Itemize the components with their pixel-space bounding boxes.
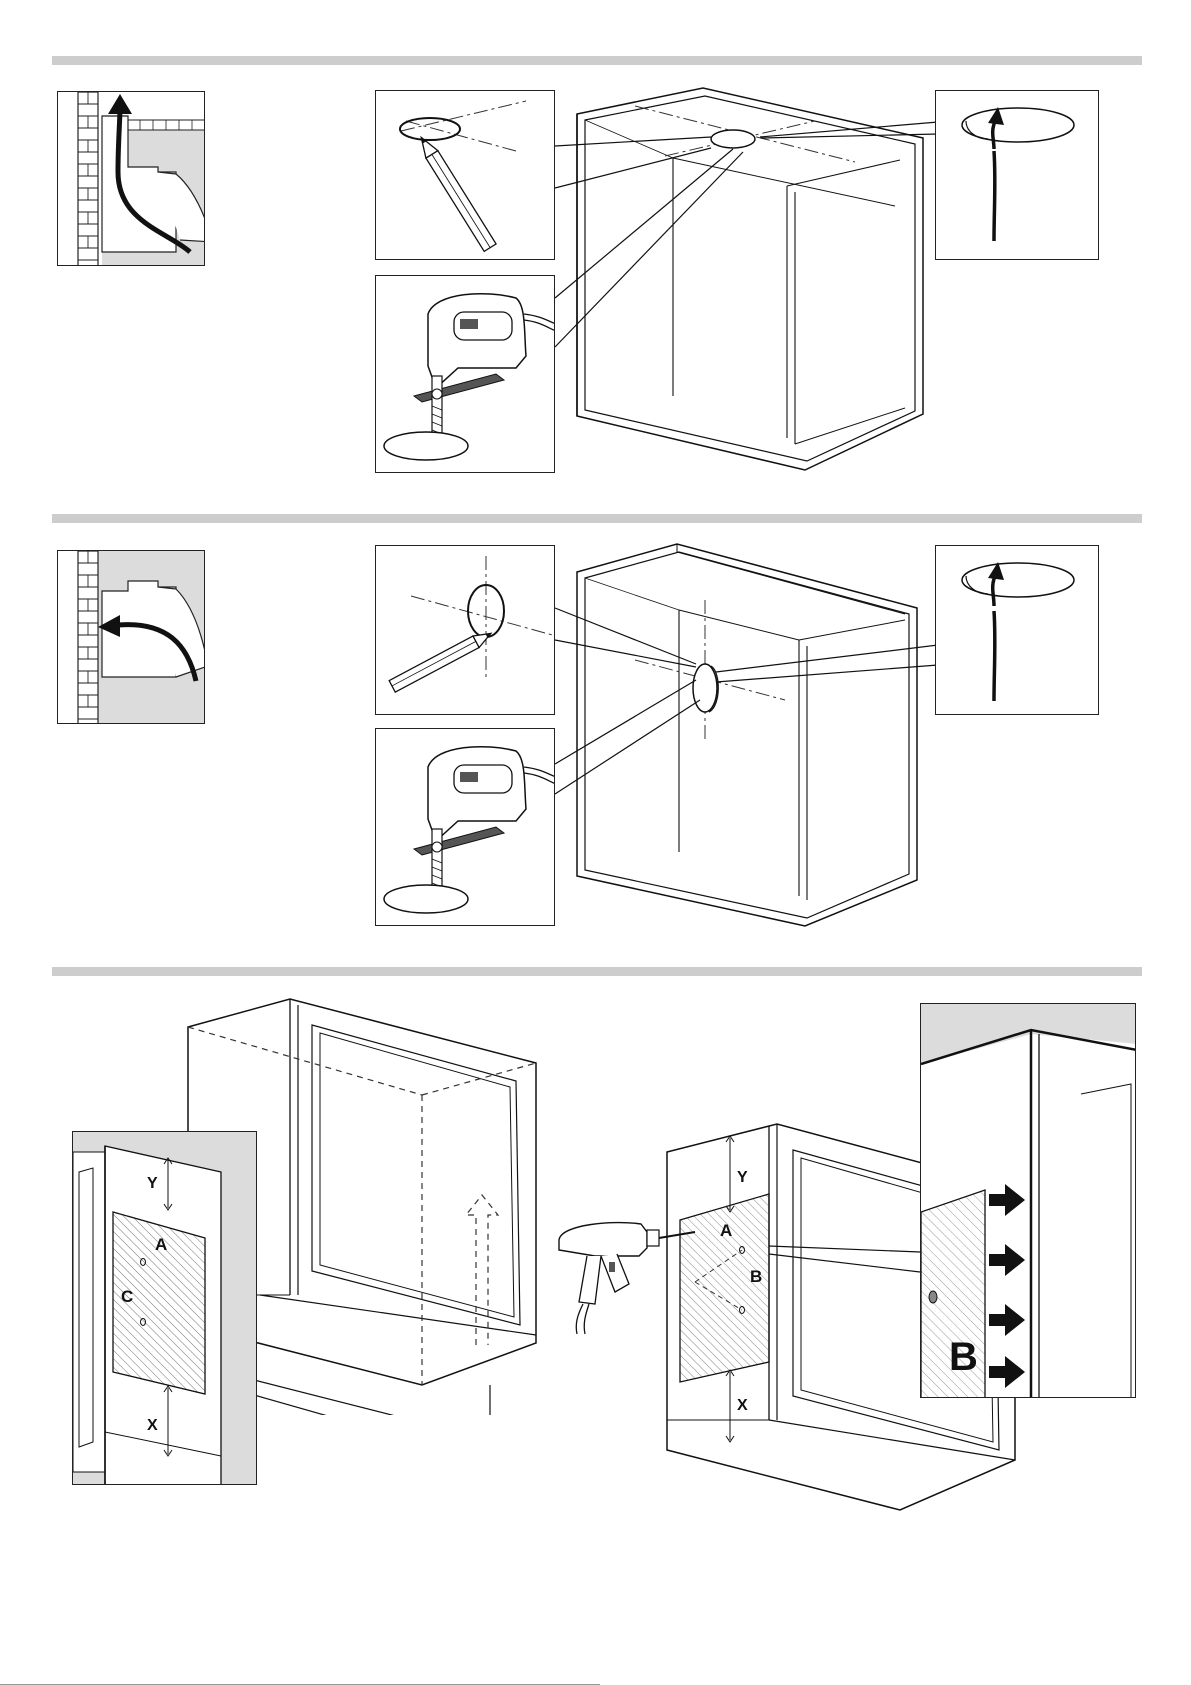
label-a-right: A [720, 1221, 732, 1240]
label-y-left: Y [147, 1175, 158, 1192]
template-detail-panel: Y A C X [72, 1131, 257, 1485]
label-b-detail: B [949, 1335, 978, 1379]
label-y-right: Y [737, 1169, 748, 1186]
cable-hole-icon [936, 546, 1099, 715]
label-a-left: A [155, 1235, 167, 1254]
fixing-detail-panel: B [920, 1003, 1136, 1398]
cable-pass-panel-2 [935, 545, 1099, 715]
label-c-left: C [121, 1287, 133, 1306]
label-b-right: B [750, 1267, 762, 1286]
label-x-left: X [147, 1417, 158, 1434]
label-x-right: X [737, 1397, 748, 1414]
section-divider-3 [52, 967, 1142, 976]
